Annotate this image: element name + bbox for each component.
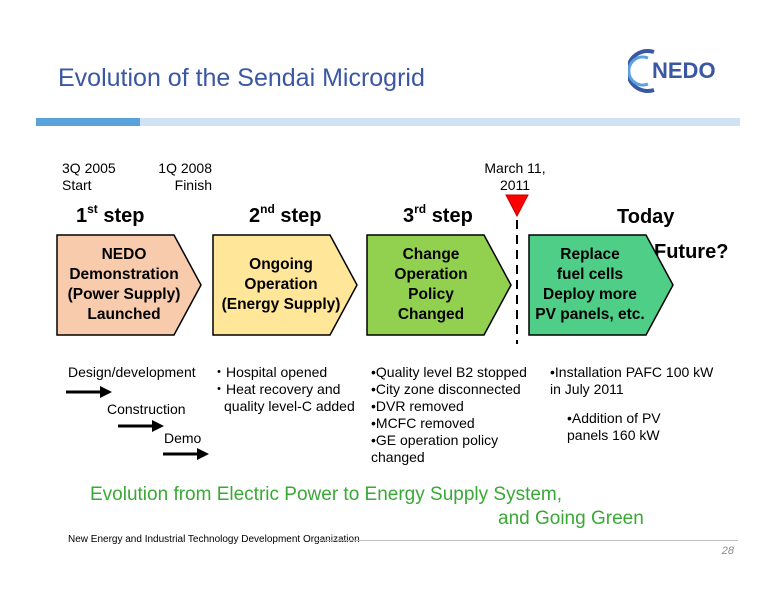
- phase-design-arrow-icon: [66, 385, 112, 399]
- today-box-line: PV panels, etc.: [535, 306, 645, 323]
- phase-construction-arrow-icon: [118, 419, 164, 433]
- footer-divider: [318, 540, 738, 541]
- phase-demo-arrow-icon: [163, 447, 209, 461]
- bullet-item: •Installation PAFC 100 kW: [550, 364, 714, 380]
- today-bullets: •Installation PAFC 100 kW in July 2011: [550, 364, 713, 398]
- logo-text: NEDO: [652, 58, 716, 83]
- bullet-item: in July 2011: [550, 381, 624, 397]
- bullet-item: ・Hospital opened: [212, 364, 328, 380]
- phase-design-label: Design/development: [68, 364, 196, 380]
- title-underline-bar: [140, 118, 740, 126]
- bullet-item: panels 160 kW: [567, 427, 660, 443]
- future-label: Future?: [654, 241, 729, 263]
- bullet-item: •Quality level B2 stopped: [371, 364, 527, 380]
- step-3-box-line: Operation: [394, 266, 468, 283]
- bullet-item: quality level-C added: [224, 398, 355, 414]
- step-3-box: Change Operation Policy Changed: [366, 234, 512, 336]
- step-1-box-line: NEDO: [101, 246, 147, 263]
- today-box-line: Replace: [560, 246, 620, 263]
- slide-title: Evolution of the Sendai Microgrid: [58, 64, 425, 92]
- bullet-item: •Addition of PV: [567, 410, 661, 426]
- step-3-box-line: Change: [402, 246, 460, 263]
- start-date: 3Q 2005: [62, 160, 116, 176]
- step-3-box-line: Policy: [408, 286, 454, 303]
- finish-label: Finish: [174, 177, 212, 193]
- step-1-box: NEDO Demonstration (Power Supply) Launch…: [56, 234, 202, 336]
- step-2-label: 2nd step: [249, 202, 322, 227]
- step-2-box-line: (Energy Supply): [221, 296, 341, 313]
- step-3-bullets: •Quality level B2 stopped •City zone dis…: [371, 364, 527, 466]
- tagline-line-1: Evolution from Electric Power to Energy …: [90, 484, 563, 505]
- step-2-box: Ongoing Operation (Energy Supply): [212, 234, 358, 336]
- today-box-line: Deploy more: [543, 286, 637, 303]
- step-1-box-line: Launched: [87, 306, 161, 323]
- bullet-item: •GE operation policy: [371, 432, 499, 448]
- start-label: Start: [62, 177, 92, 193]
- nedo-logo: NEDO: [625, 44, 738, 96]
- today-box: Replace fuel cells Deploy more PV panels…: [528, 234, 674, 336]
- today-box-line: fuel cells: [556, 266, 624, 283]
- step-2-bullets: ・Hospital opened ・Heat recovery and qual…: [212, 364, 355, 415]
- event-year: 2011: [499, 177, 531, 193]
- page-number: 28: [721, 545, 734, 557]
- step-1-box-line: Demonstration: [69, 266, 179, 283]
- step-1-box-line: (Power Supply): [67, 286, 181, 303]
- march-2011-marker: [505, 194, 529, 344]
- step-3-box-line: Changed: [397, 306, 465, 323]
- footer-organization: New Energy and Industrial Technology Dev…: [68, 534, 360, 545]
- phase-construction-label: Construction: [107, 401, 186, 417]
- step-2-box-line: Operation: [244, 276, 318, 293]
- bullet-item: changed: [371, 449, 425, 465]
- step-3-label: 3rd step: [403, 202, 473, 227]
- bullet-item: ・Heat recovery and: [212, 381, 341, 397]
- phase-demo-label: Demo: [164, 430, 202, 446]
- step-2-box-line: Ongoing: [249, 256, 313, 273]
- finish-date: 1Q 2008: [158, 160, 212, 176]
- title-accent-bar: [36, 118, 140, 126]
- step-1-label: 1st step: [76, 202, 145, 227]
- bullet-item: •DVR removed: [371, 398, 464, 414]
- bullet-item: •MCFC removed: [371, 415, 475, 431]
- bullet-item: •City zone disconnected: [371, 381, 521, 397]
- tagline-line-2: and Going Green: [498, 508, 644, 529]
- event-date: March 11,: [484, 160, 546, 176]
- today-bullets-2: •Addition of PV panels 160 kW: [567, 410, 661, 444]
- today-label: Today: [617, 206, 675, 228]
